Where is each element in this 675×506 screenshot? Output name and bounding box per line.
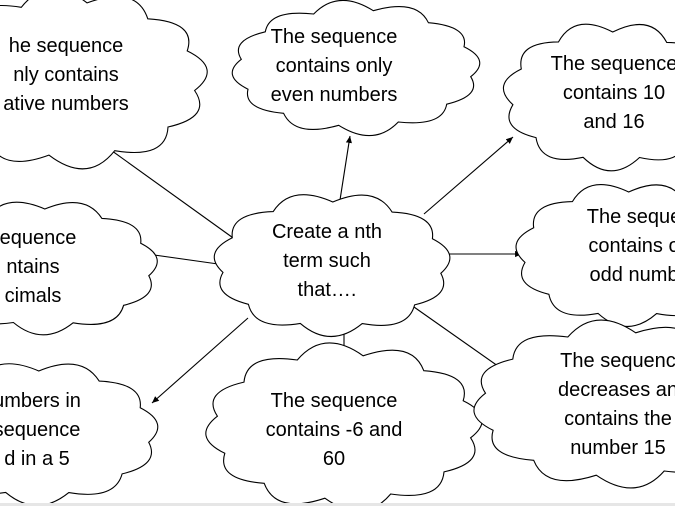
center-topic-line: that…. xyxy=(297,279,357,301)
cloud-line: contains -6 and xyxy=(265,419,403,441)
cloud-label-end-in-5: umbers in sequence d in a 5 xyxy=(0,387,127,474)
cloud-label-decreases-15: The sequenc decreases an contains the nu… xyxy=(518,347,675,463)
arrow-to-contains-10-16 xyxy=(423,136,514,215)
cloud-line: and 16 xyxy=(583,111,645,133)
center-topic-label: Create a nth term such that…. xyxy=(227,218,427,305)
cloud-line: even numbers xyxy=(270,84,398,106)
arrow-to-even xyxy=(339,135,352,201)
cloud-line: nly contains xyxy=(13,64,119,86)
cloud-label-decimals: sequence ntains cimals xyxy=(0,224,123,311)
connector-arrows xyxy=(107,135,522,404)
cloud-line: The seque xyxy=(586,206,675,228)
center-topic-cloud xyxy=(213,194,451,337)
cloud-contains-10-16 xyxy=(502,23,675,172)
cloud-line: contains only xyxy=(275,55,393,77)
center-topic-line: Create a nth xyxy=(271,221,383,243)
cloud-label-positive: he sequence nly contains ative numbers xyxy=(0,32,196,119)
cloud-line: ative numbers xyxy=(3,93,129,115)
cloud-line: contains the xyxy=(564,408,672,430)
cloud-line: he sequence xyxy=(8,35,124,57)
cloud-decimals xyxy=(0,201,158,336)
cloud-contains-minus6-60 xyxy=(205,342,483,503)
cloud-line: sequence xyxy=(0,419,81,441)
cloud-line: The sequence xyxy=(550,53,675,75)
cloud-line: 60 xyxy=(322,448,346,470)
arrow-to-end-in-5 xyxy=(151,317,249,404)
cloud-end-in-5 xyxy=(0,363,159,503)
cloud-line: sequence xyxy=(0,227,77,249)
cloud-line: umbers in xyxy=(0,390,81,412)
cloud-label-contains-10-16: The sequence contains 10 and 16 xyxy=(514,50,675,137)
cloud-decreases-15 xyxy=(473,319,675,489)
cloud-line: The sequence xyxy=(270,390,398,412)
cloud-line: odd numb xyxy=(589,264,675,286)
cloud-label-contains-minus6-60: The sequence contains -6 and 60 xyxy=(234,387,434,474)
cloud-line: The sequence xyxy=(270,26,398,48)
cloud-positive xyxy=(0,0,208,170)
cloud-line: ntains xyxy=(6,256,60,278)
cloud-line: d in a 5 xyxy=(4,448,70,470)
arrow-to-positive xyxy=(107,147,237,241)
cloud-label-even: The sequence contains only even numbers xyxy=(234,23,434,110)
center-topic-line: term such xyxy=(283,250,371,272)
cloud-line: contains o xyxy=(588,235,675,257)
cloud-line: decreases an xyxy=(557,379,675,401)
cloud-odd xyxy=(515,184,675,327)
cloud-label-odd: The seque contains o odd numb xyxy=(544,203,675,290)
cloud-line: The sequenc xyxy=(560,350,675,372)
cloud-line: contains 10 xyxy=(562,82,666,104)
arrow-to-decimals xyxy=(146,251,219,265)
cloud-even xyxy=(231,0,481,137)
cloud-line: cimals xyxy=(4,285,62,307)
cloud-line: number 15 xyxy=(570,437,666,459)
